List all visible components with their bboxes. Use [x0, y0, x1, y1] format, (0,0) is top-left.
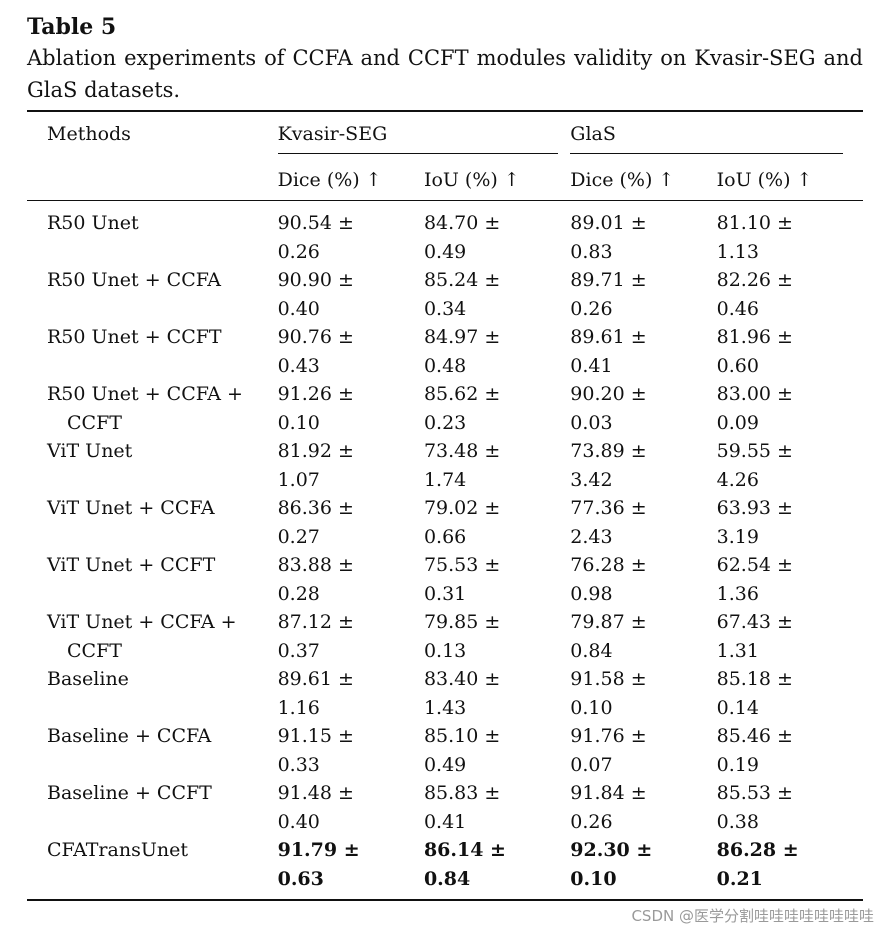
- method-cell: Baseline: [47, 668, 129, 690]
- value-cell: 85.53 ±0.38: [716, 782, 793, 833]
- value-cell: 90.54 ±0.26: [277, 212, 354, 263]
- value-cell: 79.87 ±0.84: [570, 611, 647, 662]
- table-row: ViT Unet + CCFA 86.36 ±0.27 79.02 ±0.66 77.…: [27, 494, 863, 551]
- value-cell: 83.88 ±0.28: [277, 554, 354, 605]
- table-row: R50 Unet 90.54 ±0.26 84.70 ±0.49 89.01 ±0.8…: [27, 201, 863, 267]
- method-cell: Baseline + CCFT: [47, 782, 212, 804]
- value-cell: 86.14 ±0.84: [423, 839, 506, 890]
- header-row-groups: Methods Kvasir-SEG GlaS: [27, 111, 863, 158]
- value-cell: 73.89 ±3.42: [570, 440, 647, 491]
- table-row: Baseline + CCFA 91.15 ±0.33 85.10 ±0.49 91.…: [27, 722, 863, 779]
- glas-iou-header: IoU (%) ↑: [716, 157, 863, 201]
- method-cell: ViT Unet + CCFA: [47, 497, 215, 519]
- method-cell: R50 Unet + CCFA: [47, 269, 221, 291]
- value-cell: 81.96 ±0.60: [716, 326, 793, 377]
- value-cell: 89.61 ±0.41: [570, 326, 647, 377]
- table-row: ViT Unet + CCFT 83.88 ±0.28 75.53 ±0.31 76.…: [27, 551, 863, 608]
- value-cell: 91.76 ±0.07: [570, 725, 647, 776]
- table-label: Table 5: [27, 14, 117, 40]
- value-cell: 59.55 ±4.26: [716, 440, 793, 491]
- value-cell: 86.36 ±0.27: [277, 497, 354, 548]
- group-glas-header: GlaS: [570, 111, 863, 158]
- value-cell: 85.10 ±0.49: [423, 725, 501, 776]
- value-cell: 91.26 ±0.10: [277, 383, 354, 434]
- table-row: R50 Unet + CCFT 90.76 ±0.43 84.97 ±0.48 89.…: [27, 323, 863, 380]
- value-cell: 83.40 ±1.43: [423, 668, 501, 719]
- value-cell: 63.93 ±3.19: [716, 497, 793, 548]
- table-figure: Table 5 Ablation experiments of CCFA and…: [27, 12, 863, 901]
- value-cell: 90.76 ±0.43: [277, 326, 354, 377]
- value-cell: 85.24 ±0.34: [423, 269, 501, 320]
- watermark: CSDN @医学分割哇哇哇哇哇哇哇哇: [631, 907, 874, 925]
- method-cell: R50 Unet + CCFT: [47, 326, 222, 348]
- value-cell: 77.36 ±2.43: [570, 497, 647, 548]
- value-cell: 89.61 ±1.16: [277, 668, 354, 719]
- method-cell: ViT Unet + CCFT: [47, 554, 216, 576]
- method-cell: CFATransUnet: [47, 839, 188, 861]
- table-row: Baseline + CCFT 91.48 ±0.40 85.83 ±0.41 91.…: [27, 779, 863, 836]
- method-cell: Baseline + CCFA: [47, 725, 212, 747]
- value-cell: 79.02 ±0.66: [423, 497, 501, 548]
- kvasir-iou-header: IoU (%) ↑: [423, 157, 571, 201]
- value-cell: 85.83 ±0.41: [423, 782, 501, 833]
- value-cell: 86.28 ±0.21: [716, 839, 799, 890]
- value-cell: 87.12 ±0.37: [277, 611, 354, 662]
- value-cell: 81.10 ±1.13: [716, 212, 793, 263]
- method-cell: ViT Unet: [47, 440, 133, 462]
- value-cell: 84.97 ±0.48: [423, 326, 501, 377]
- value-cell: 89.01 ±0.83: [570, 212, 647, 263]
- table-row: R50 Unet + CCFA +CCFT 91.26 ±0.10 85.62 ±0…: [27, 380, 863, 437]
- value-cell: 79.85 ±0.13: [423, 611, 501, 662]
- table-row: ViT Unet + CCFA +CCFT 87.12 ±0.37 79.85 ±0…: [27, 608, 863, 665]
- value-cell: 73.48 ±1.74: [423, 440, 501, 491]
- kvasir-dice-header: Dice (%) ↑: [277, 157, 424, 201]
- value-cell: 92.30 ±0.10: [570, 839, 653, 890]
- value-cell: 89.71 ±0.26: [570, 269, 647, 320]
- ablation-table: Methods Kvasir-SEG GlaS Dice (%) ↑ IoU (…: [27, 110, 863, 901]
- method-cell: R50 Unet: [47, 212, 139, 234]
- glas-dice-header: Dice (%) ↑: [570, 157, 717, 201]
- table-row: ViT Unet 81.92 ±1.07 73.48 ±1.74 73.89 ±3.4…: [27, 437, 863, 494]
- value-cell: 91.84 ±0.26: [570, 782, 647, 833]
- table-row: Baseline 89.61 ±1.16 83.40 ±1.43 91.58 ±0.1…: [27, 665, 863, 722]
- header-row-metrics: Dice (%) ↑ IoU (%) ↑ Dice (%) ↑ IoU (%) …: [27, 157, 863, 201]
- value-cell: 85.18 ±0.14: [716, 668, 793, 719]
- value-cell: 83.00 ±0.09: [716, 383, 793, 434]
- table-row: CFATransUnet 91.79 ±0.63 86.14 ±0.84 92.30 …: [27, 836, 863, 900]
- value-cell: 85.62 ±0.23: [423, 383, 501, 434]
- value-cell: 90.90 ±0.40: [277, 269, 354, 320]
- value-cell: 75.53 ±0.31: [423, 554, 501, 605]
- value-cell: 91.48 ±0.40: [277, 782, 354, 833]
- value-cell: 91.79 ±0.63: [277, 839, 360, 890]
- value-cell: 91.58 ±0.10: [570, 668, 647, 719]
- table-caption: Ablation experiments of CCFA and CCFT mo…: [27, 46, 863, 102]
- method-cell: ViT Unet + CCFA +CCFT: [47, 611, 237, 662]
- method-cell: R50 Unet + CCFA +CCFT: [47, 383, 243, 434]
- value-cell: 67.43 ±1.31: [716, 611, 793, 662]
- group-kvasir-header: Kvasir-SEG: [277, 111, 571, 158]
- value-cell: 91.15 ±0.33: [277, 725, 354, 776]
- table-row: R50 Unet + CCFA 90.90 ±0.40 85.24 ±0.34 89.…: [27, 266, 863, 323]
- value-cell: 85.46 ±0.19: [716, 725, 793, 776]
- value-cell: 81.92 ±1.07: [277, 440, 354, 491]
- value-cell: 62.54 ±1.36: [716, 554, 793, 605]
- value-cell: 84.70 ±0.49: [423, 212, 501, 263]
- methods-header: Methods: [47, 123, 131, 145]
- value-cell: 82.26 ±0.46: [716, 269, 793, 320]
- value-cell: 76.28 ±0.98: [570, 554, 647, 605]
- value-cell: 90.20 ±0.03: [570, 383, 647, 434]
